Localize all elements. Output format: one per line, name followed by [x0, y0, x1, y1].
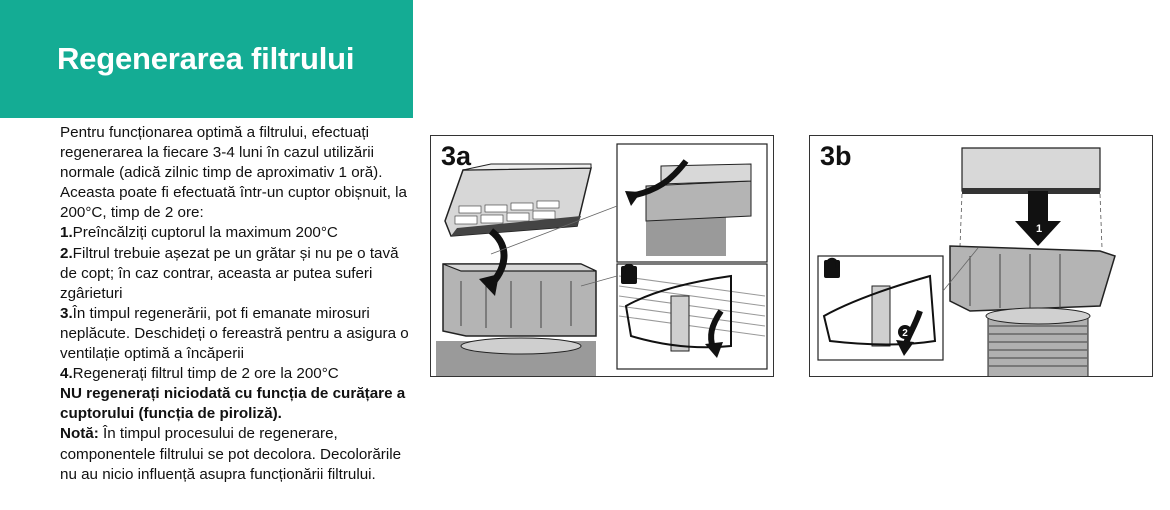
- step-text: Regenerați filtrul timp de 2 ore la 200°…: [72, 365, 339, 383]
- note-paragraph: Notă: În timpul procesului de regenerare…: [60, 424, 410, 484]
- filter-grid: [451, 216, 581, 236]
- figure-3a: 3a: [430, 135, 774, 377]
- figure-3a-label: 3a: [441, 141, 472, 171]
- hood-frame: [949, 245, 1116, 312]
- step-4: 4.Regenerați filtrul timp de 2 ore la 20…: [60, 364, 410, 384]
- note-label: Notă:: [60, 425, 99, 443]
- step-number: 2.: [60, 244, 73, 262]
- step-text: În timpul regenerării, pot fi emanate mi…: [60, 304, 409, 363]
- step-number: 4.: [60, 365, 73, 383]
- arrow-2-label: 2: [902, 328, 908, 339]
- title-banner: Regenerarea filtrului: [0, 0, 413, 118]
- down-arrow-icon: [1028, 191, 1048, 223]
- instructions-text: Pentru funcționarea optimă a filtrului, …: [60, 123, 410, 485]
- page-title: Regenerarea filtrului: [57, 41, 355, 76]
- warning-text: NU regenerați niciodată cu funcția de cu…: [60, 385, 406, 423]
- note-text: În timpul procesului de regenerare, comp…: [60, 425, 402, 483]
- step-1: 1.Preîncălziți cuptorul la maximum 200°C: [60, 223, 410, 243]
- hood-frame: [442, 263, 597, 337]
- filter-box: [961, 147, 1101, 192]
- exhaust-pipe: [987, 315, 1089, 376]
- figure-3b-illustration: 1 2: [817, 147, 1116, 376]
- step-text: Preîncălziți cuptorul la maximum 200°C: [72, 224, 338, 242]
- intro-paragraph: Pentru funcționarea optimă a filtrului, …: [60, 124, 407, 222]
- step-text: Filtrul trebuie așezat pe un grătar și n…: [60, 244, 399, 302]
- step-3: 3.În timpul regenerării, pot fi emanate …: [60, 304, 410, 364]
- figure-3b-label: 3b: [820, 141, 852, 171]
- arrow-1-label: 1: [1036, 223, 1042, 235]
- step-number: 3.: [60, 304, 73, 322]
- figure-3b: 1 2 3b: [809, 135, 1153, 377]
- step-2: 2.Filtrul trebuie așezat pe un grătar și…: [60, 244, 410, 304]
- figure-3a-illustration: [436, 143, 768, 376]
- step-number: 1.: [60, 224, 73, 242]
